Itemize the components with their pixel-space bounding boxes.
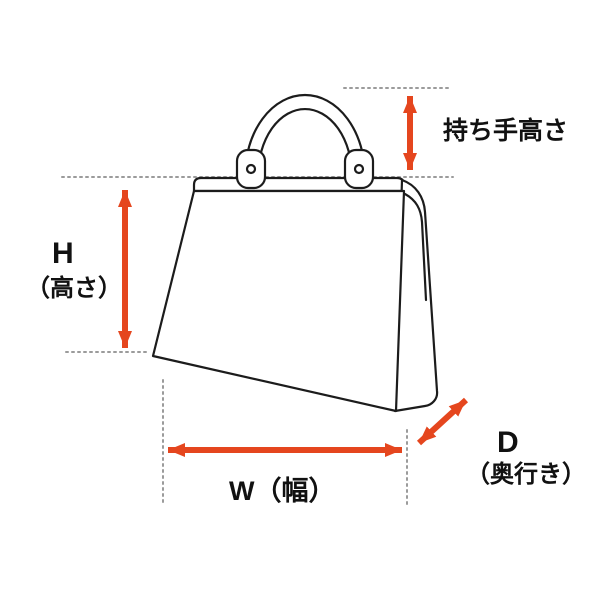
handle-rivet-left <box>245 163 257 175</box>
handle-rivet-right <box>353 163 365 175</box>
depth-arrow <box>416 397 469 446</box>
handle-height-label: 持ち手高さ <box>443 116 568 145</box>
bag-front-face <box>151 189 406 413</box>
height-name-label: （高さ） <box>26 274 122 302</box>
depth-name-label: （奥行き） <box>466 460 586 488</box>
dimension-arrows <box>118 96 469 457</box>
depth-letter-label: D <box>497 426 519 459</box>
handbag-illustration <box>151 93 439 413</box>
bag-gusset-crease <box>403 192 428 302</box>
height-letter-label: H <box>52 237 74 270</box>
width-label: W（幅） <box>229 476 335 506</box>
dimension-labels: 持ち手高さ H （高さ） W（幅） D （奥行き） <box>26 116 586 506</box>
